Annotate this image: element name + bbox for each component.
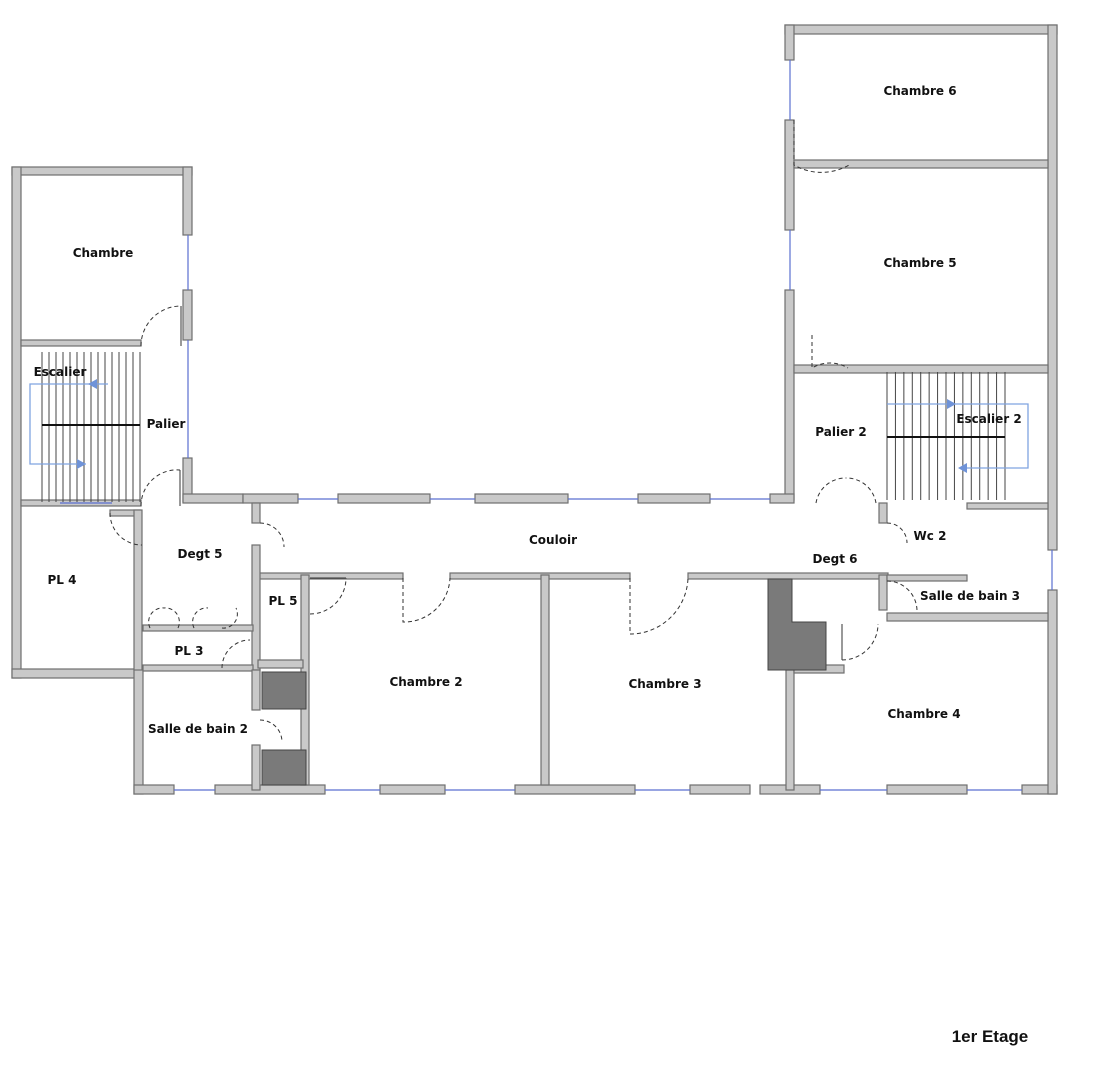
- label-pl5: PL 5: [269, 594, 298, 608]
- label-escalier: Escalier: [34, 365, 87, 379]
- label-escalier2: Escalier 2: [956, 412, 1021, 426]
- walls: [11, 24, 1058, 795]
- label-chambre5: Chambre 5: [883, 256, 956, 270]
- label-salle-de-bain-3: Salle de bain 3: [920, 589, 1020, 603]
- windows: [60, 60, 1053, 791]
- label-pl4: PL 4: [48, 573, 77, 587]
- label-palier: Palier: [147, 417, 186, 431]
- label-chambre: Chambre: [73, 246, 134, 260]
- stair-arrow-head: [958, 463, 967, 473]
- doors: [109, 120, 918, 743]
- label-pl3: PL 3: [175, 644, 204, 658]
- stair-direction-path: [887, 403, 1029, 469]
- room-labels: Chambre Escalier Palier PL 4 Degt 5 PL 3…: [34, 84, 1022, 736]
- staircase-2: [886, 372, 1029, 500]
- label-salle-de-bain-2: Salle de bain 2: [148, 722, 248, 736]
- staircase-1: [29, 352, 141, 502]
- shafts: [261, 578, 827, 786]
- label-palier2: Palier 2: [815, 425, 866, 439]
- stair-arrow-head: [88, 379, 97, 389]
- label-chambre3: Chambre 3: [628, 677, 701, 691]
- stair-arrow-head: [947, 399, 956, 409]
- label-wc2: Wc 2: [914, 529, 947, 543]
- floor-title: 1er Etage: [951, 1027, 1029, 1046]
- label-chambre6: Chambre 6: [883, 84, 956, 98]
- label-couloir: Couloir: [529, 533, 577, 547]
- label-degt6: Degt 6: [813, 552, 858, 566]
- stair-arrow-head: [77, 459, 86, 469]
- label-degt5: Degt 5: [178, 547, 223, 561]
- label-chambre4: Chambre 4: [887, 707, 960, 721]
- stair-direction-path: [29, 383, 108, 465]
- label-chambre2: Chambre 2: [389, 675, 462, 689]
